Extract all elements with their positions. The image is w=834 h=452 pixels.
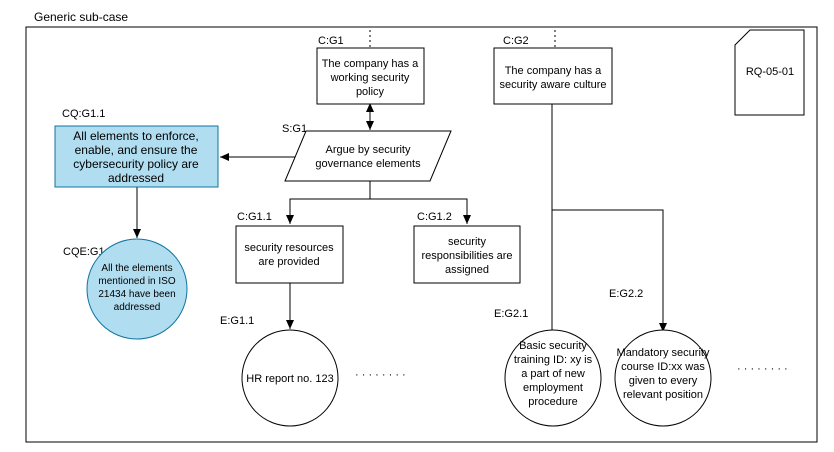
eg22-line-0: Mandatory security (617, 347, 710, 359)
eg21-line-1: training ID: xy is (514, 354, 593, 366)
eg22-line-3: relevant position (623, 389, 703, 401)
eg22-line-1: course ID:xx was (621, 361, 705, 373)
cqeg11-line-1: mentioned in ISO (98, 276, 175, 287)
cqg11-line-0: All elements to enforce, (73, 129, 198, 143)
evidence-eg21: E:G2.1 Basic security training ID: xy is… (494, 308, 602, 427)
eg21-line-0: Basic security (519, 340, 587, 352)
cqeg11-line-2: 21434 have been (98, 289, 175, 300)
cg12-line-2: assigned (445, 264, 489, 276)
requirement-id: RQ-05-01 (746, 66, 794, 78)
cg11-label: C:G1.1 (237, 211, 272, 223)
sg1-label: S:G1 (282, 123, 307, 135)
eg21-line-3: employment (523, 382, 583, 394)
ellipsis-right: · · · · · · · · (737, 363, 788, 375)
sg1-line-0: Argue by security (326, 144, 411, 156)
connectors (133, 30, 667, 332)
ellipsis-left: · · · · · · · · (355, 369, 406, 381)
cg12-line-0: security (448, 236, 486, 248)
cqg11-line-2: cybersecurity policy are (73, 157, 199, 171)
cg1-label: C:G1 (318, 35, 344, 47)
cg1-line-1: working security (330, 72, 410, 84)
cg11-line-0: security resources (244, 242, 334, 254)
requirement-tag: RQ-05-01 (734, 29, 805, 116)
context-cg2: C:G2 The company has a security aware cu… (493, 35, 613, 105)
evidence-cqeg11: CQE:G1.1 All the elements mentioned in I… (63, 238, 188, 340)
cqg11-line-1: enable, and ensure the (75, 143, 198, 157)
eg22-line-2: given to every (629, 375, 698, 387)
frame-title: Generic sub-case (34, 10, 128, 24)
frame-border (25, 26, 818, 443)
eg21-line-4: procedure (528, 396, 578, 408)
cg2-line-0: The company has a (505, 65, 602, 77)
cg12-line-1: responsibilities are (421, 250, 512, 262)
cg12-label: C:G1.2 (417, 211, 452, 223)
cg1-line-2: policy (356, 86, 385, 98)
cg2-line-1: security aware culture (500, 79, 607, 91)
cqg11-line-3: addressed (108, 171, 164, 185)
eg11-label: E:G1.1 (220, 315, 254, 327)
context-cg1: C:G1 The company has a working security … (316, 35, 425, 105)
evidence-eg22: E:G2.2 Mandatory security course ID:xx w… (609, 288, 712, 427)
sg1-line-1: governance elements (315, 158, 421, 170)
cg1-line-0: The company has a (322, 58, 419, 70)
strategy-sg1: S:G1 Argue by security governance elemen… (282, 123, 452, 182)
eg21-line-2: a part of new (521, 368, 585, 380)
context-cg12: C:G1.2 security responsibilities are ass… (413, 211, 521, 284)
cqeg11-line-0: All the elements (101, 263, 172, 274)
claim-cqg11: CQ:G1.1 All elements to enforce, enable,… (54, 108, 219, 188)
eg11-line-0: HR report no. 123 (246, 373, 333, 385)
cqg11-label: CQ:G1.1 (62, 108, 105, 120)
context-cg11: C:G1.1 security resources are provided (235, 211, 344, 284)
evidence-eg11: E:G1.1 HR report no. 123 (220, 315, 339, 427)
cg2-label: C:G2 (503, 35, 529, 47)
cg11-line-1: are provided (258, 256, 319, 268)
eg21-label: E:G2.1 (494, 308, 528, 320)
cqeg11-line-3: addressed (114, 302, 161, 313)
eg22-label: E:G2.2 (609, 288, 643, 300)
